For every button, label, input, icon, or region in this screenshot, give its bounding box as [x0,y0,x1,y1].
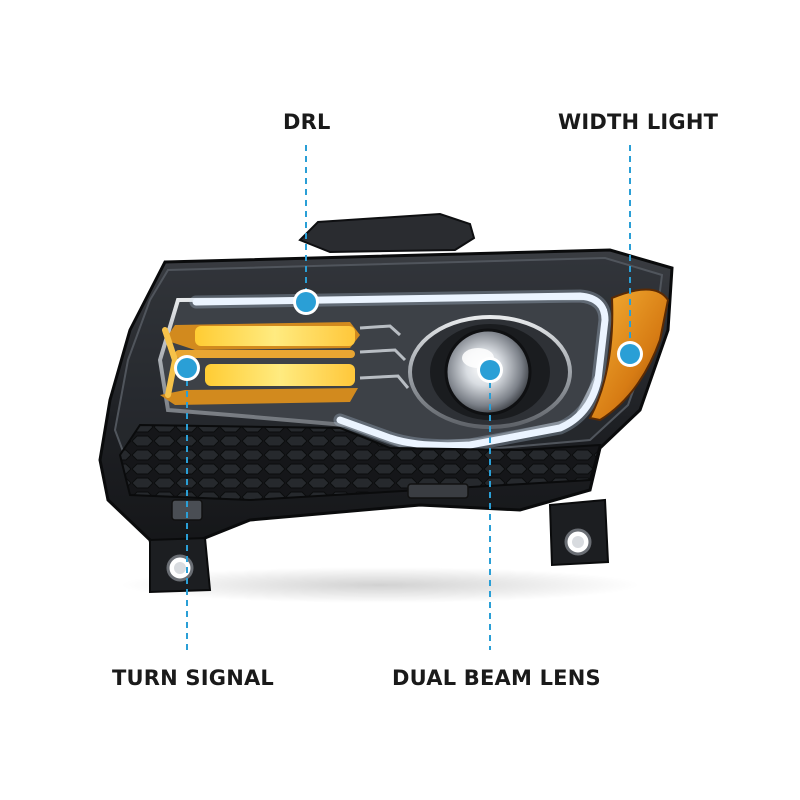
top-bracket [298,212,476,254]
turn-signal-marker [174,355,200,381]
turn-signal-label: TURN SIGNAL [112,666,275,690]
dual-beam-lens-label: DUAL BEAM LENS [392,666,601,690]
width-light-label: WIDTH LIGHT [558,110,719,134]
width-light-marker [617,341,643,367]
drl-marker [293,289,319,315]
drl-light-bar [192,292,609,450]
honeycomb-trim [118,423,602,502]
drl-label: DRL [283,110,331,134]
turn-signal-bars [160,322,360,405]
dual-beam-lens-marker [477,357,503,383]
